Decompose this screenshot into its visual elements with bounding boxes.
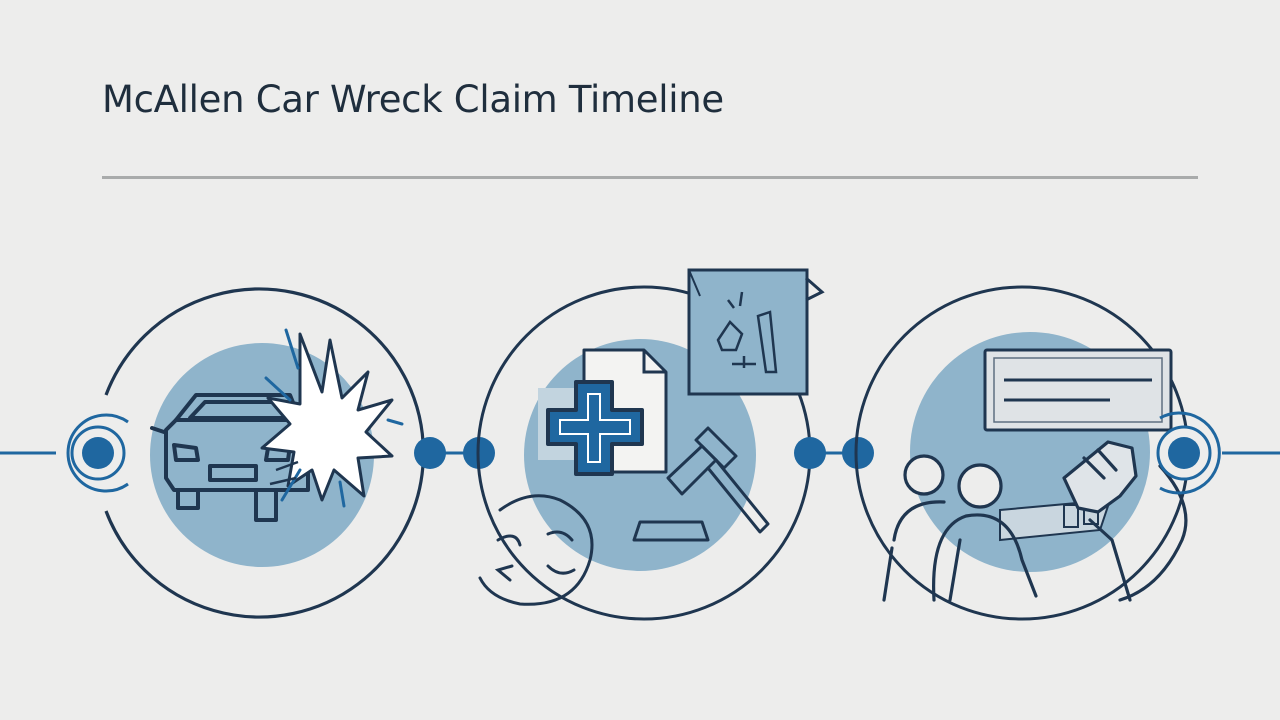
collision-burst-icon (260, 328, 404, 508)
node-dot (1168, 437, 1200, 469)
medical-cross-icon (538, 380, 644, 476)
node-outer-ring (66, 413, 129, 493)
title-divider (102, 176, 1198, 179)
framed-document-icon (687, 268, 825, 396)
node-dot (82, 437, 114, 469)
message-box-icon (983, 348, 1173, 432)
face-icon (478, 494, 594, 606)
gavel-icon (632, 426, 770, 542)
page-title: McAllen Car Wreck Claim Timeline (102, 78, 724, 121)
people-group-icon (882, 454, 1038, 602)
stage-1-node (66, 413, 129, 493)
stage-1-accident (66, 287, 426, 619)
stage-2-treatment-and-legal (476, 268, 825, 621)
handshake-icon (1062, 440, 1188, 602)
stage-3-settlement (854, 285, 1221, 621)
connector-2-dots (794, 437, 874, 469)
stage-3-node (1156, 411, 1221, 495)
node-outer-ring (1159, 411, 1221, 495)
